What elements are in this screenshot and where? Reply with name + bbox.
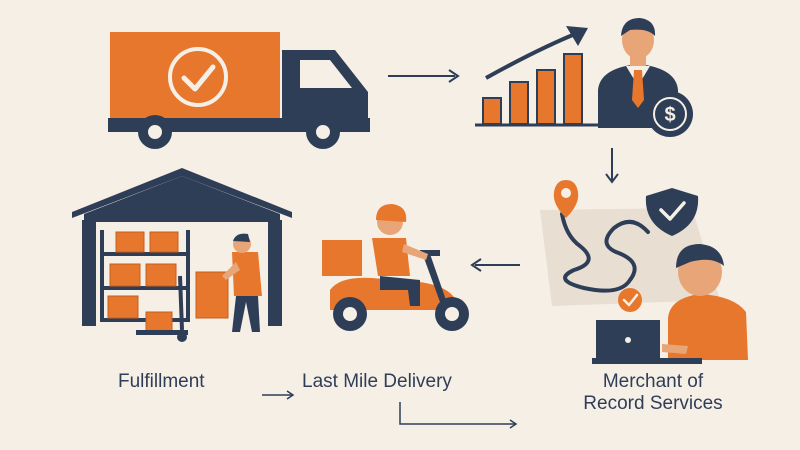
svg-text:$: $ [664, 104, 675, 126]
checkmark-icon [168, 47, 228, 107]
arrow-left [470, 258, 520, 272]
label-fulfillment: Fulfillment [118, 371, 205, 392]
delivery-truck-icon [108, 32, 370, 149]
label-merchant-of-record: Merchant of Record Services [543, 371, 763, 415]
bar-chart-growth-icon [475, 26, 600, 127]
arrow-down [605, 148, 619, 184]
label-merchant-line1: Merchant of [602, 371, 704, 392]
person-laptop-icon [592, 244, 748, 364]
warehouse-icon [72, 168, 292, 342]
arrow-bottom-1 [262, 390, 295, 400]
arrow-right-top [388, 69, 460, 83]
label-last-mile-delivery: Last Mile Delivery [302, 371, 452, 392]
shield-check-icon [645, 188, 699, 236]
delivery-scooter-icon [322, 204, 469, 331]
label-merchant-line2: Record Services [583, 393, 723, 414]
dollar-coin-icon: $ [647, 91, 693, 137]
arrow-bottom-2 [399, 402, 518, 429]
